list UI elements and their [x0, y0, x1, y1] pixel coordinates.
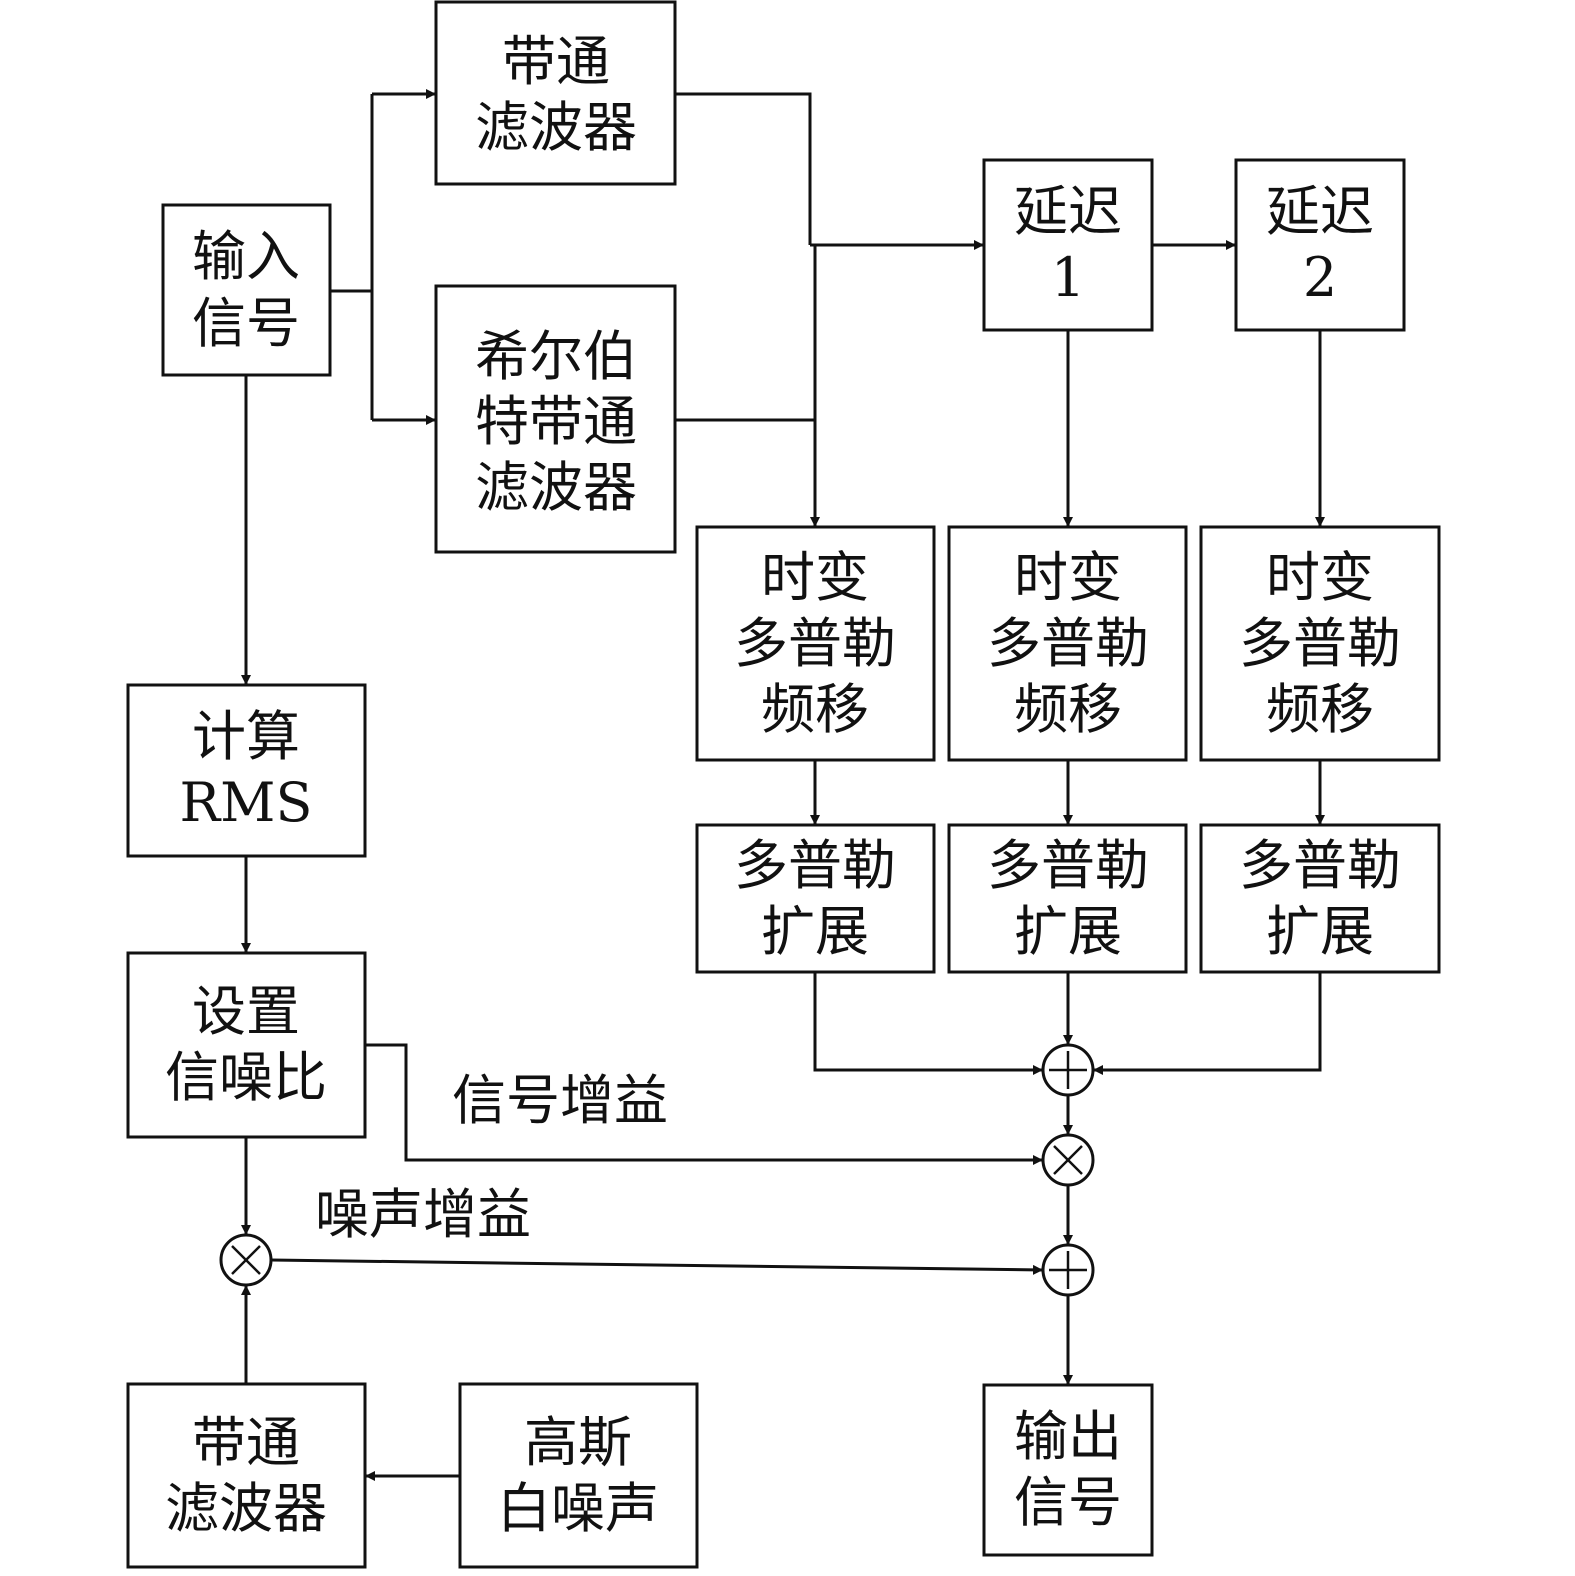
bandpass-filter-bottom-label-line2: 滤波器 — [165, 1477, 327, 1540]
delay-2-block: 延迟 2 — [1234, 158, 1406, 332]
doppler-shift-1-label-line1: 时变 — [761, 546, 869, 609]
output-signal-block: 输出 信号 — [982, 1383, 1154, 1557]
doppler-shift-block-1: 时变 多普勒 频移 — [695, 525, 936, 762]
doppler-spread-2-label-line1: 多普勒 — [987, 834, 1149, 897]
bandpass-filter-top-label-line1: 带通 — [502, 30, 610, 93]
bandpass-filter-bottom-block: 带通 滤波器 — [126, 1382, 367, 1569]
product-junction-noise-gain: × — [219, 1233, 273, 1287]
gaussian-noise-label-line2: 白噪声 — [497, 1477, 659, 1540]
sum-junction-multipath: + — [1041, 1043, 1095, 1097]
connectors — [241, 89, 1325, 1481]
bandpass-filter-top-block: 带通 滤波器 — [434, 0, 677, 186]
output-signal-label-line2: 信号 — [1014, 1471, 1122, 1534]
delay-2-label-line1: 延迟 — [1266, 180, 1374, 243]
delay-2-label-line2: 2 — [1303, 246, 1337, 309]
doppler-spread-block-3: 多普勒 扩展 — [1199, 823, 1441, 974]
connector-spread1-to-sum — [813, 972, 1043, 1075]
doppler-spread-block-1: 多普勒 扩展 — [695, 823, 936, 974]
sum-junction-noise: + — [1041, 1243, 1095, 1297]
delay-1-label-line2: 1 — [1051, 246, 1085, 309]
delay-1-block: 延迟 1 — [982, 158, 1154, 332]
doppler-shift-1-label-line3: 频移 — [761, 678, 869, 741]
hilbert-bandpass-filter-block: 希尔伯 特带通 滤波器 — [434, 284, 677, 554]
doppler-spread-1-label-line2: 扩展 — [761, 900, 869, 963]
doppler-shift-2-label-line3: 频移 — [1014, 678, 1122, 741]
doppler-shift-2-label-line2: 多普勒 — [987, 612, 1149, 675]
set-snr-label-line2: 信噪比 — [165, 1046, 327, 1109]
signal-gain-label: 信号增益 — [452, 1069, 668, 1132]
compute-rms-block: 计算 RMS — [126, 683, 367, 858]
input-signal-block: 输入 信号 — [161, 203, 332, 377]
doppler-shift-block-3: 时变 多普勒 频移 — [1199, 525, 1441, 762]
doppler-shift-block-2: 时变 多普勒 频移 — [947, 525, 1188, 762]
connector-spread3-to-sum — [1093, 972, 1322, 1075]
arrow-noise-gain-to-sum2 — [270, 1258, 1044, 1275]
product-junction-signal-gain: × — [1041, 1133, 1095, 1187]
set-snr-label-line1: 设置 — [192, 980, 300, 1043]
delay-1-label-line1: 延迟 — [1014, 180, 1122, 243]
doppler-shift-3-label-line1: 时变 — [1266, 546, 1374, 609]
gaussian-noise-label-line1: 高斯 — [524, 1411, 632, 1474]
hilbert-filter-label-line3: 滤波器 — [475, 456, 637, 519]
set-snr-block: 设置 信噪比 — [126, 951, 367, 1139]
hilbert-filter-label-line2: 特带通 — [475, 390, 637, 453]
doppler-spread-2-label-line2: 扩展 — [1014, 900, 1122, 963]
doppler-spread-3-label-line2: 扩展 — [1266, 900, 1374, 963]
bandpass-filter-bottom-label-line1: 带通 — [192, 1411, 300, 1474]
compute-rms-label-line1: 计算 — [192, 705, 300, 768]
output-signal-label-line1: 输出 — [1014, 1405, 1122, 1468]
input-signal-label-line2: 信号 — [192, 292, 300, 355]
gaussian-white-noise-block: 高斯 白噪声 — [458, 1382, 699, 1569]
compute-rms-label-line2: RMS — [180, 771, 313, 834]
connector-signal-gain — [365, 1043, 1043, 1165]
doppler-shift-3-label-line3: 频移 — [1266, 678, 1374, 741]
doppler-spread-block-2: 多普勒 扩展 — [947, 823, 1188, 974]
bandpass-filter-top-label-line2: 滤波器 — [475, 96, 637, 159]
connector-bandpass-top-out — [675, 92, 812, 245]
noise-gain-label: 噪声增益 — [315, 1183, 531, 1246]
doppler-shift-2-label-line1: 时变 — [1014, 546, 1122, 609]
doppler-spread-1-label-line1: 多普勒 — [734, 834, 896, 897]
doppler-spread-3-label-line1: 多普勒 — [1239, 834, 1401, 897]
doppler-shift-3-label-line2: 多普勒 — [1239, 612, 1401, 675]
input-signal-label-line1: 输入 — [192, 225, 300, 288]
hilbert-filter-label-line1: 希尔伯 — [475, 325, 637, 388]
doppler-shift-1-label-line2: 多普勒 — [734, 612, 896, 675]
